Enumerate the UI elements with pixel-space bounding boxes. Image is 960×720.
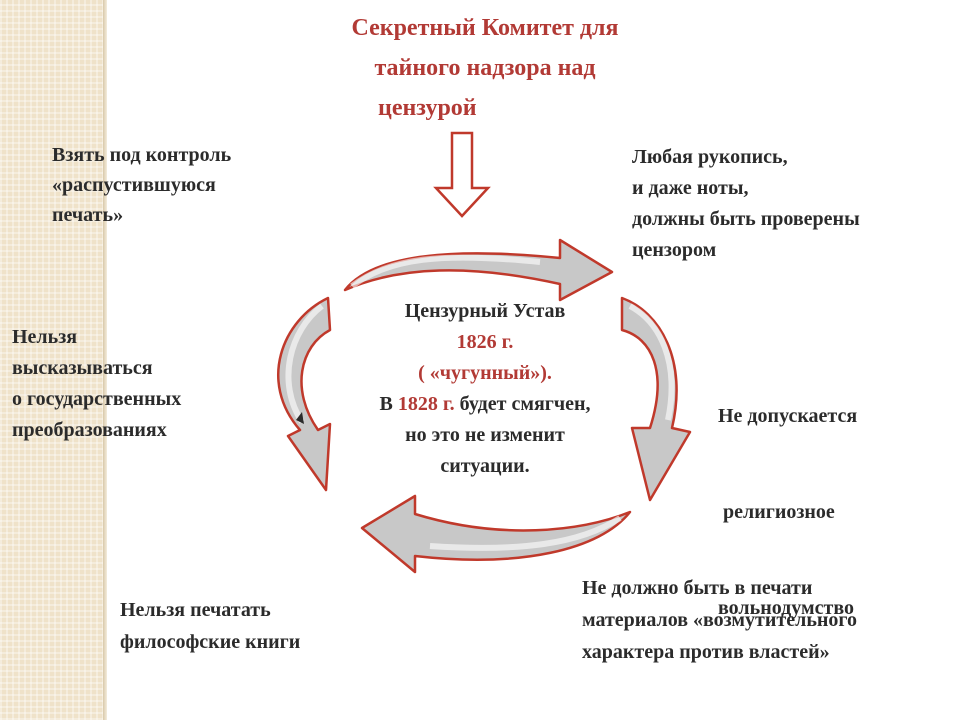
small-pointer-icon: [296, 412, 304, 424]
center-line-1: Цензурный Устав: [404, 300, 566, 322]
point-bottom-right: Не должно быть в печати материалов «возм…: [582, 572, 857, 668]
center-nickname: ( «чугунный»).: [418, 362, 552, 384]
point-line: материалов «возмутительного: [582, 609, 858, 631]
title-line-1: Секретный Комитет для: [351, 15, 619, 41]
sidebar-edge: [103, 0, 107, 720]
point-top-left: Взять под контроль «распустившуюся печат…: [52, 140, 231, 230]
down-arrow-icon: [433, 131, 491, 218]
point-line: должны быть проверены: [632, 208, 860, 230]
center-line-4-suffix: будет смягчен,: [454, 393, 591, 415]
point-line: Не допускается: [718, 405, 858, 427]
point-left: Нельзя высказываться о государственных п…: [12, 322, 181, 446]
center-line-5: но это не изменит: [405, 424, 565, 446]
center-line-6: ситуации.: [440, 455, 530, 477]
center-year-1828: 1828 г.: [397, 393, 455, 415]
title-line-2: тайного надзора над: [374, 55, 596, 81]
point-line: о государственных: [12, 388, 182, 410]
cycle-arrow-bottom-icon: [360, 494, 632, 574]
point-line: Не должно быть в печати: [582, 577, 813, 599]
point-top-right: Любая рукопись, и даже ноты, должны быть…: [632, 142, 860, 266]
point-line: цензором: [632, 239, 717, 261]
title-line-3: цензурой: [378, 95, 477, 121]
cycle-arrow-top-icon: [343, 238, 614, 302]
point-line: Взять под контроль: [52, 144, 232, 166]
center-year-1826: 1826 г.: [456, 331, 514, 353]
point-line: Нельзя печатать: [120, 599, 271, 621]
point-line: характера против властей»: [582, 641, 830, 663]
sidebar-decoration: [0, 0, 103, 720]
cycle-arrow-right-icon: [620, 296, 692, 502]
center-statute-text: Цензурный Устав 1826 г. ( «чугунный»). В…: [330, 296, 640, 482]
point-line: вольнодумство: [718, 597, 854, 619]
point-line: «распустившуюся: [52, 174, 216, 196]
point-line: преобразованиях: [12, 419, 167, 441]
point-right: Не допускается религиозное вольнодумство: [718, 336, 857, 656]
point-line: религиозное: [718, 501, 835, 523]
point-line: Любая рукопись,: [632, 146, 788, 168]
point-line: высказываться: [12, 357, 153, 379]
point-line: философские книги: [120, 631, 301, 653]
point-line: печать»: [52, 204, 124, 226]
point-line: и даже ноты,: [632, 177, 749, 199]
center-line-4: В 1828 г. будет смягчен,: [330, 389, 640, 420]
point-line: Нельзя: [12, 326, 78, 348]
center-line-4-prefix: В: [379, 393, 398, 415]
diagram-title: Секретный Комитет для тайного надзора на…: [300, 8, 670, 128]
point-bottom-left: Нельзя печатать философские книги: [120, 594, 300, 658]
